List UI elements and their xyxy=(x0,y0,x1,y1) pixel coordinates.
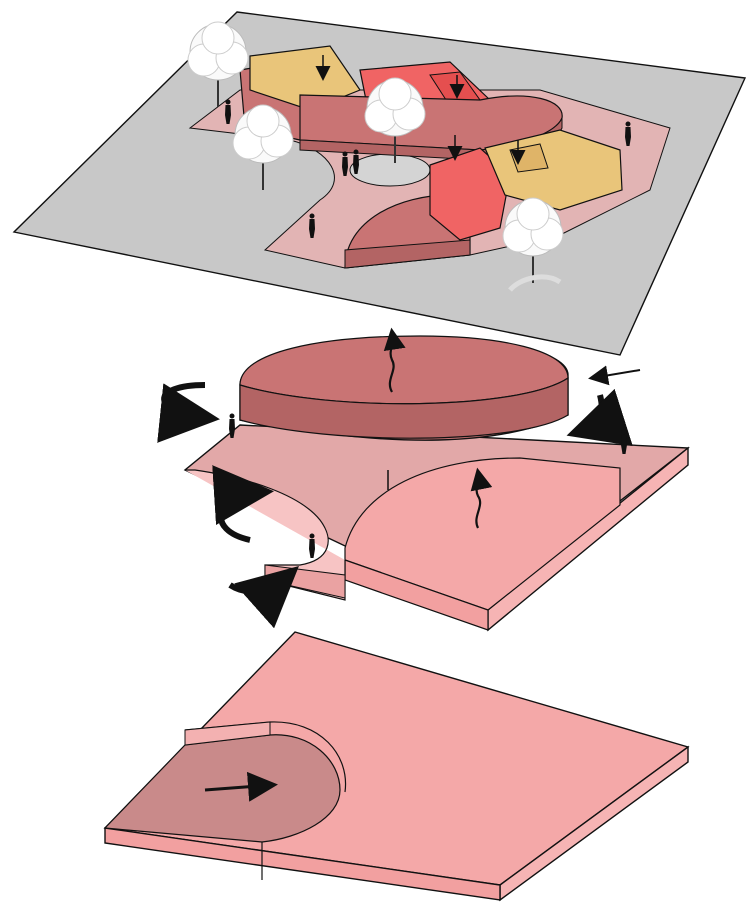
flow-arrow-icon xyxy=(164,385,208,418)
person-icon xyxy=(309,214,315,239)
person-icon xyxy=(621,430,627,455)
person-icon xyxy=(309,534,315,559)
half-disc-top xyxy=(240,336,568,404)
person-icon xyxy=(342,152,348,177)
person-icon xyxy=(225,100,231,125)
person-icon xyxy=(625,122,631,147)
central-courtyard xyxy=(350,154,430,186)
site-plan-layer xyxy=(14,12,745,355)
ground-form-layer xyxy=(164,332,688,630)
person-icon xyxy=(353,150,359,175)
flow-arrow-icon xyxy=(578,395,602,432)
straight-arrow-icon xyxy=(592,370,640,378)
base-slab-layer xyxy=(105,632,688,900)
person-icon xyxy=(229,414,235,439)
